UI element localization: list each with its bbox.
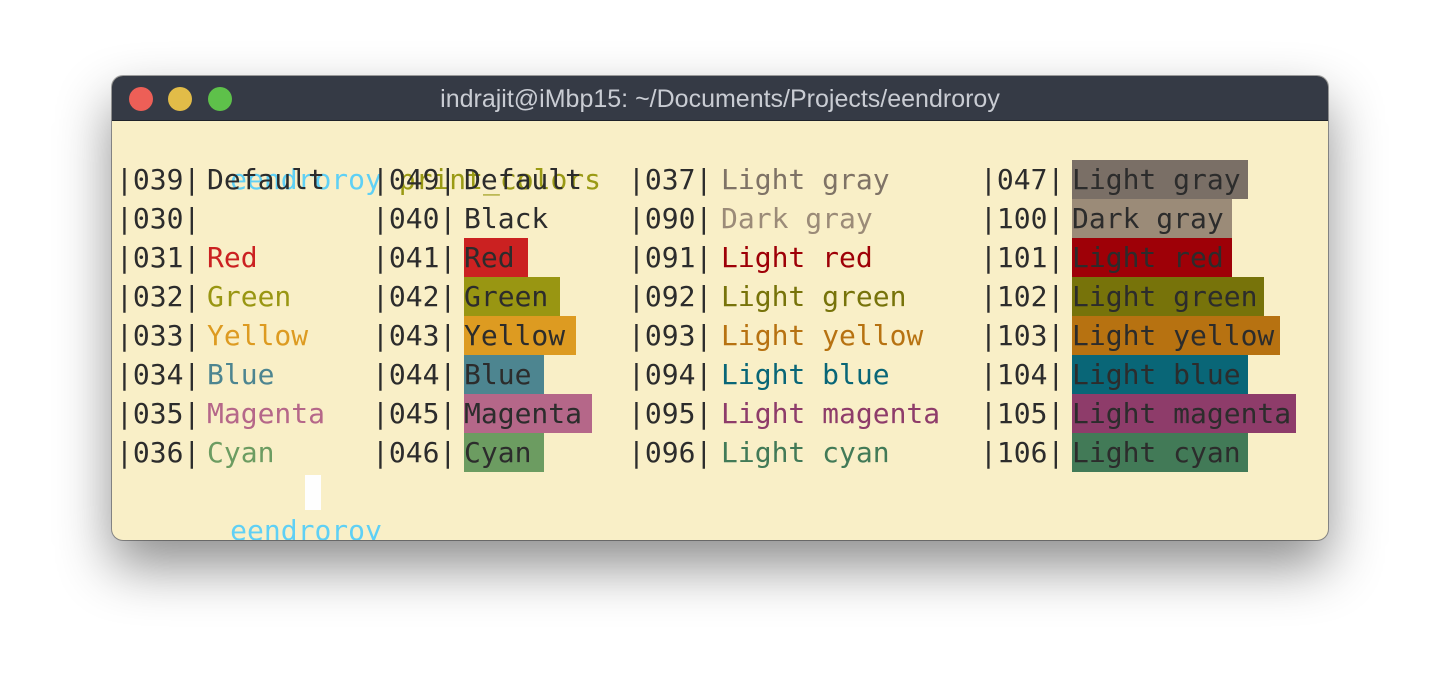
fg-code: |033|	[116, 319, 201, 352]
fg-sample: Blue	[207, 358, 275, 391]
terminal-content[interactable]: eendroroy print_colors |039|Default|049|…	[112, 121, 1328, 540]
light-bg-code: |105|	[980, 397, 1065, 430]
light-bg-code: |106|	[980, 436, 1065, 469]
fg-sample: Red	[207, 241, 258, 274]
fg-code: |032|	[116, 280, 201, 313]
light-bg-code: |104|	[980, 358, 1065, 391]
command-line: eendroroy print_colors	[129, 121, 601, 196]
fg-code: |035|	[116, 397, 201, 430]
table-row: |036|Cyan|046|Cyan|096|Light cyan|106|Li…	[112, 433, 1328, 472]
light-fg-sample: Light green	[721, 280, 907, 313]
light-fg-code: |037|	[628, 163, 713, 196]
light-fg-sample: Light yellow	[721, 319, 924, 352]
bg-code: |044|	[372, 358, 457, 391]
active-prompt-line[interactable]: eendroroy	[129, 472, 382, 540]
light-fg-code: |094|	[628, 358, 713, 391]
bg-sample: Default	[464, 163, 583, 196]
bg-sample: Red	[464, 238, 528, 277]
fg-code: |030|	[116, 202, 201, 235]
fg-sample: Cyan	[207, 436, 275, 469]
prompt-user: eendroroy	[230, 163, 382, 196]
bg-sample: Blue	[464, 355, 544, 394]
light-bg-sample: Light blue	[1072, 355, 1248, 394]
light-fg-code: |096|	[628, 436, 713, 469]
light-bg-code: |100|	[980, 202, 1065, 235]
window-title: indrajit@iMbp15: ~/Documents/Projects/ee…	[440, 85, 1000, 113]
table-row: |035|Magenta|045|Magenta|095|Light magen…	[112, 394, 1328, 433]
light-bg-code: |047|	[980, 163, 1065, 196]
fg-sample: Yellow	[207, 319, 309, 352]
table-row: |031|Red|041|Red|091|Light red|101|Light…	[112, 238, 1328, 277]
bg-code: |043|	[372, 319, 457, 352]
light-bg-code: |101|	[980, 241, 1065, 274]
light-fg-code: |093|	[628, 319, 713, 352]
title-bar: indrajit@iMbp15: ~/Documents/Projects/ee…	[112, 76, 1328, 121]
bg-sample: Black	[464, 202, 549, 235]
minimize-button[interactable]	[168, 87, 192, 111]
table-row: |039|Default|049|Default|037|Light gray|…	[112, 160, 1328, 199]
fg-code: |039|	[116, 163, 201, 196]
fg-sample: Green	[207, 280, 292, 313]
bg-sample: Green	[464, 277, 560, 316]
bg-code: |041|	[372, 241, 457, 274]
light-bg-sample: Light gray	[1072, 160, 1248, 199]
light-bg-code: |102|	[980, 280, 1065, 313]
light-fg-code: |092|	[628, 280, 713, 313]
fg-code: |036|	[116, 436, 201, 469]
light-fg-sample: Light red	[721, 241, 873, 274]
light-fg-sample: Light gray	[721, 163, 890, 196]
fg-sample: Default	[207, 163, 326, 196]
light-fg-code: |095|	[628, 397, 713, 430]
light-fg-sample: Dark gray	[721, 202, 873, 235]
bg-code: |040|	[372, 202, 457, 235]
fg-sample: Magenta	[207, 397, 326, 430]
bg-code: |045|	[372, 397, 457, 430]
light-fg-sample: Light cyan	[721, 436, 890, 469]
terminal-window: indrajit@iMbp15: ~/Documents/Projects/ee…	[112, 76, 1328, 540]
fg-code: |031|	[116, 241, 201, 274]
text-cursor	[305, 475, 321, 510]
bg-code: |046|	[372, 436, 457, 469]
close-button[interactable]	[129, 87, 153, 111]
bg-code: |049|	[372, 163, 457, 196]
table-row: |034|Blue|044|Blue|094|Light blue|104|Li…	[112, 355, 1328, 394]
bg-sample: Magenta	[464, 394, 592, 433]
light-fg-sample: Light blue	[721, 358, 890, 391]
light-bg-code: |103|	[980, 319, 1065, 352]
prompt-user: eendroroy	[230, 514, 382, 540]
light-fg-sample: Light magenta	[721, 397, 941, 430]
light-bg-sample: Light magenta	[1072, 394, 1296, 433]
bg-code: |042|	[372, 280, 457, 313]
light-bg-sample: Light red	[1072, 238, 1232, 277]
light-bg-sample: Light cyan	[1072, 433, 1248, 472]
light-bg-sample: Light yellow	[1072, 316, 1280, 355]
light-fg-code: |090|	[628, 202, 713, 235]
table-row: |032|Green|042|Green|092|Light green|102…	[112, 277, 1328, 316]
light-bg-sample: Dark gray	[1072, 199, 1232, 238]
bg-sample: Yellow	[464, 316, 576, 355]
prompt-command: print_colors	[398, 163, 602, 196]
light-bg-sample: Light green	[1072, 277, 1264, 316]
table-row: |033|Yellow|043|Yellow|093|Light yellow|…	[112, 316, 1328, 355]
light-fg-code: |091|	[628, 241, 713, 274]
zoom-button[interactable]	[208, 87, 232, 111]
table-row: |030||040|Black|090|Dark gray|100|Dark g…	[112, 199, 1328, 238]
fg-code: |034|	[116, 358, 201, 391]
bg-sample: Cyan	[464, 433, 544, 472]
